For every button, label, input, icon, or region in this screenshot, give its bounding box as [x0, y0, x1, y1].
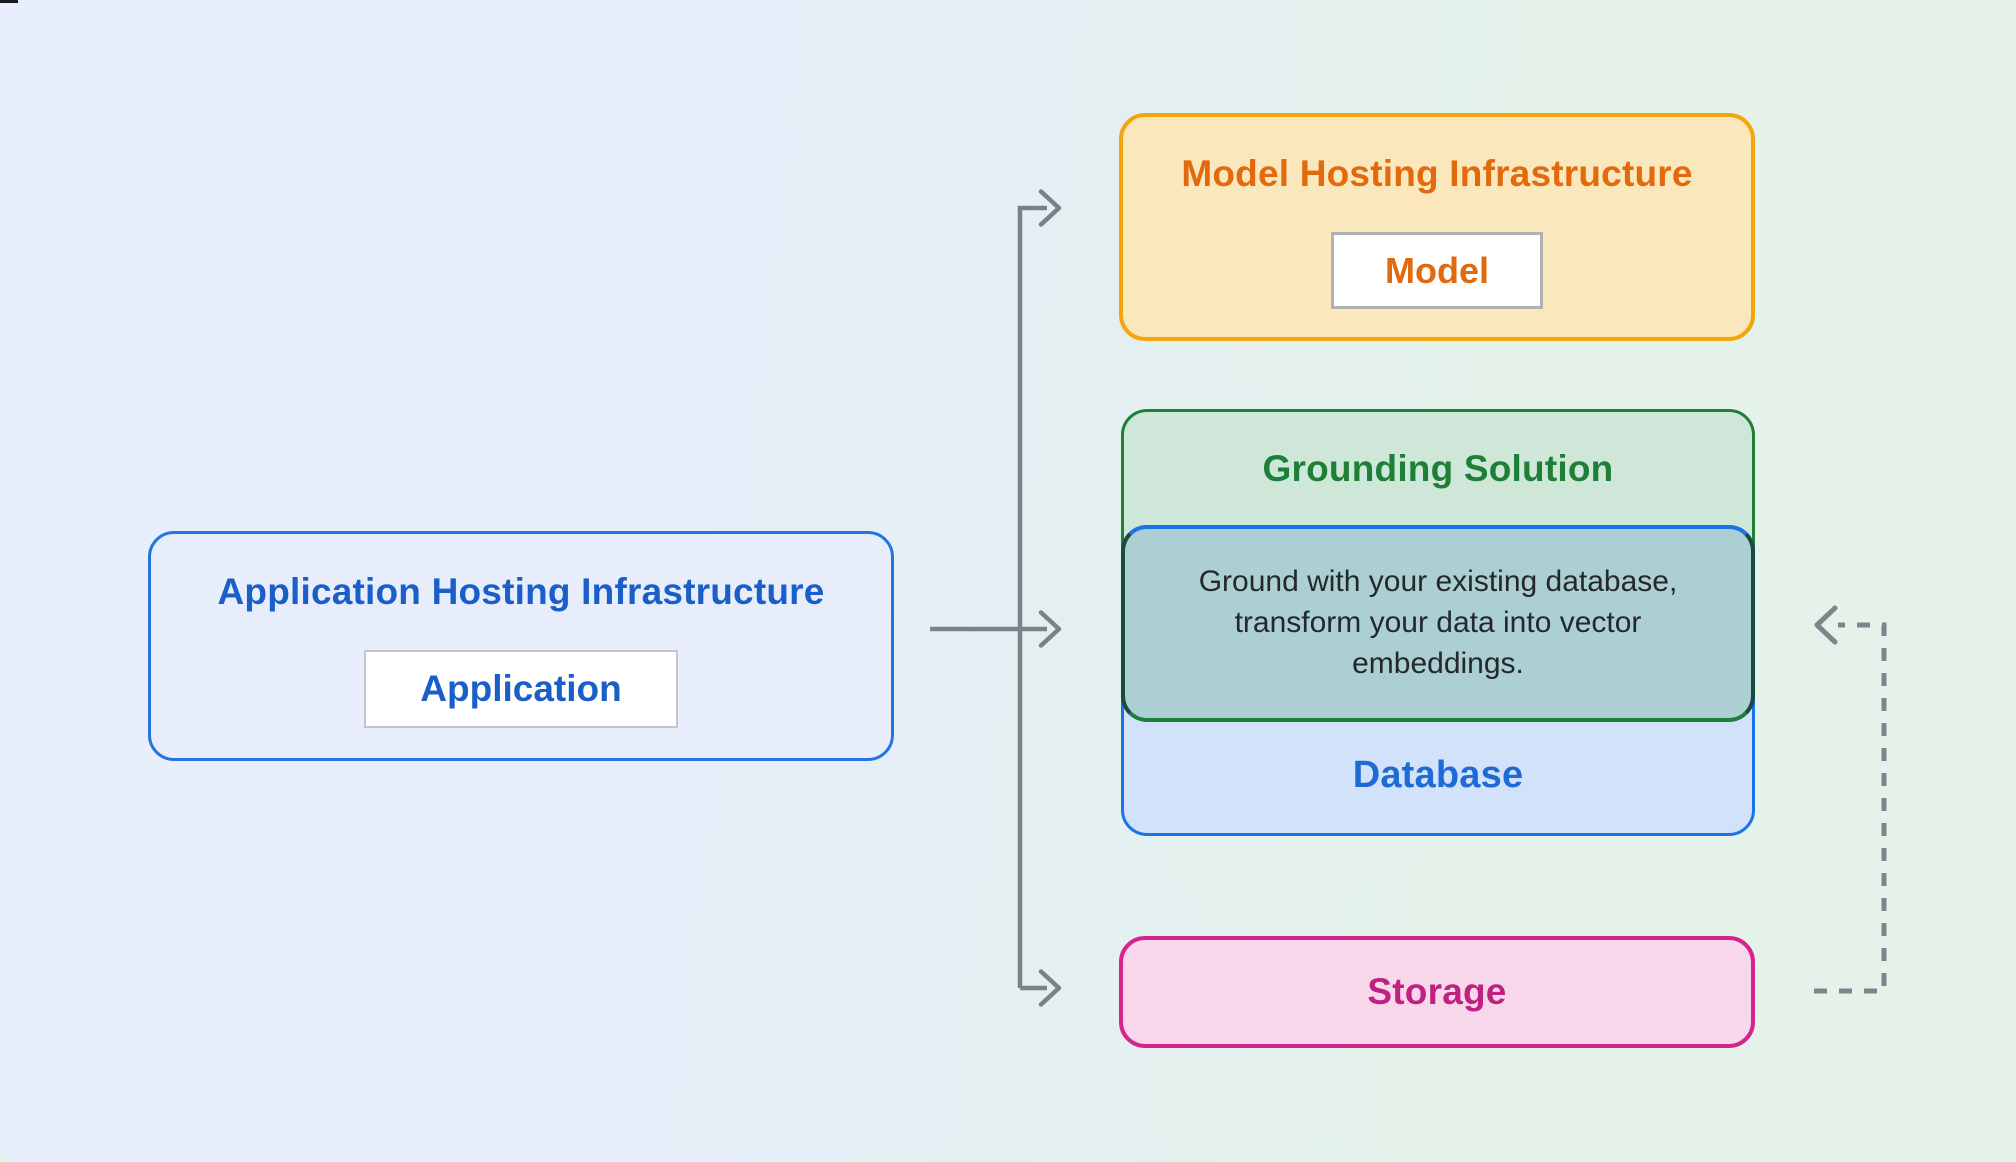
grounding-database-overlap-box: Ground with your existing database, tran…	[1121, 525, 1755, 722]
model-hosting-box: Model Hosting Infrastructure Model	[1119, 113, 1755, 341]
grounding-description: Ground with your existing database, tran…	[1198, 565, 1678, 680]
storage-title: Storage	[1367, 971, 1507, 1012]
dashed-arrow-head-icon	[1814, 605, 1838, 645]
application-hosting-box: Application Hosting Infrastructure Appli…	[148, 531, 894, 761]
application-chip-label: Application	[420, 668, 622, 709]
dashed-feedback-line	[1814, 622, 1887, 994]
database-title: Database	[1352, 754, 1524, 796]
arrow-head-to-model-icon	[1038, 189, 1062, 227]
screenshot-corner-artifact	[0, 0, 18, 3]
application-chip: Application	[364, 650, 678, 728]
arrow-head-to-grounding-icon	[1038, 610, 1062, 648]
model-chip-label: Model	[1385, 249, 1489, 291]
storage-box: Storage	[1119, 936, 1755, 1048]
model-hosting-title: Model Hosting Infrastructure	[1181, 153, 1693, 194]
model-chip: Model	[1331, 232, 1543, 309]
arrow-head-to-storage-icon	[1038, 969, 1062, 1007]
grounding-solution-title: Grounding Solution	[1262, 448, 1614, 489]
screenshot-corner-artifact	[0, 1149, 13, 1162]
arrow-trunk-line	[1017, 205, 1047, 988]
application-hosting-title: Application Hosting Infrastructure	[217, 571, 825, 612]
